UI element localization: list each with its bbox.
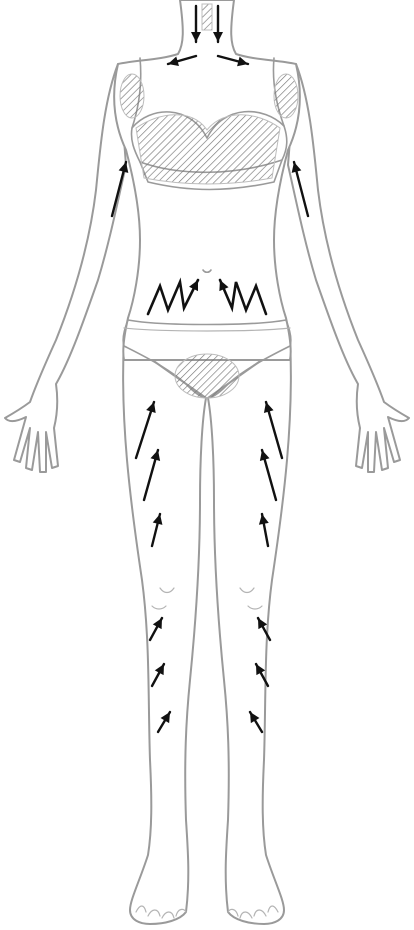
hatched-zone-neck [202,4,212,30]
left-leg [123,340,206,924]
hatched-zone-right-armpit [274,74,298,118]
hatched-zone-groin [175,354,239,398]
left-arm [5,64,126,472]
right-arm [288,64,409,472]
hatched-zone-left-armpit [120,74,144,118]
right-leg [208,340,291,924]
